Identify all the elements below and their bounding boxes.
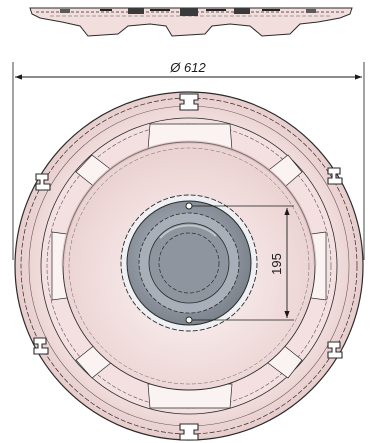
- inner-dimension-label: 195: [269, 253, 284, 275]
- rim-clip-lugs: [33, 93, 343, 441]
- overall-diameter-dimension: Ø 612: [12, 60, 365, 260]
- overall-diameter-label: Ø 612: [169, 60, 206, 75]
- top-view: [14, 91, 364, 441]
- side-view: [29, 7, 353, 37]
- inner-dimension: 195: [192, 205, 294, 321]
